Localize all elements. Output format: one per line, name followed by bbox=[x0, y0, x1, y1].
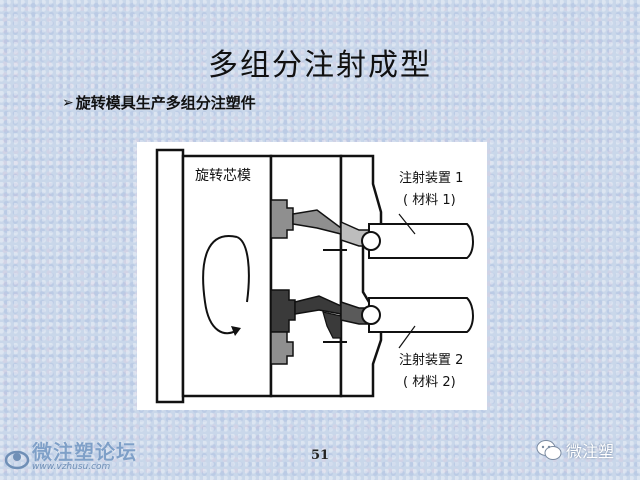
wechat-icon bbox=[536, 440, 562, 460]
rotary-core bbox=[181, 154, 273, 398]
watermark-logo-left: 微注塑论坛 www.vzhusu.com bbox=[4, 442, 137, 473]
label-material-1: ( 材料 1) bbox=[403, 193, 456, 208]
bullet-arrow-icon: ➢ bbox=[62, 94, 74, 111]
slide-title: 多组分注射成型 bbox=[208, 48, 432, 83]
rotation-arrow-icon bbox=[202, 234, 238, 335]
label-injector-1: 注射装置 1 bbox=[399, 170, 463, 186]
label-injector-2: 注射装置 2 bbox=[399, 352, 463, 368]
rotary-mold-diagram: 旋转芯模 注射装置 1 ( 材料 1) 注射装置 2 ( 材料 2) bbox=[137, 142, 487, 410]
injection-barrel-1 bbox=[368, 223, 474, 259]
injection-barrel-2 bbox=[368, 297, 474, 333]
part-material-1 bbox=[270, 199, 294, 239]
bullet-item: ➢ 旋转模具生产多组分注塑件 bbox=[62, 92, 256, 113]
label-material-2: ( 材料 2) bbox=[403, 375, 456, 390]
watermark-left-url: www.vzhusu.com bbox=[32, 462, 111, 472]
label-rotary-core: 旋转芯模 bbox=[195, 168, 251, 184]
clamping-plate bbox=[339, 154, 383, 398]
watermark-logo-right: 微注塑 bbox=[536, 438, 614, 462]
watermark-left-name: 微注塑论坛 bbox=[32, 440, 137, 464]
page-number: 51 bbox=[310, 448, 330, 463]
forum-logo-icon bbox=[4, 450, 30, 469]
back-plate bbox=[155, 148, 185, 404]
watermark-right-name: 微注塑 bbox=[566, 442, 615, 461]
part-material-1-b bbox=[270, 331, 294, 365]
bullet-text: 旋转模具生产多组分注塑件 bbox=[75, 94, 256, 112]
